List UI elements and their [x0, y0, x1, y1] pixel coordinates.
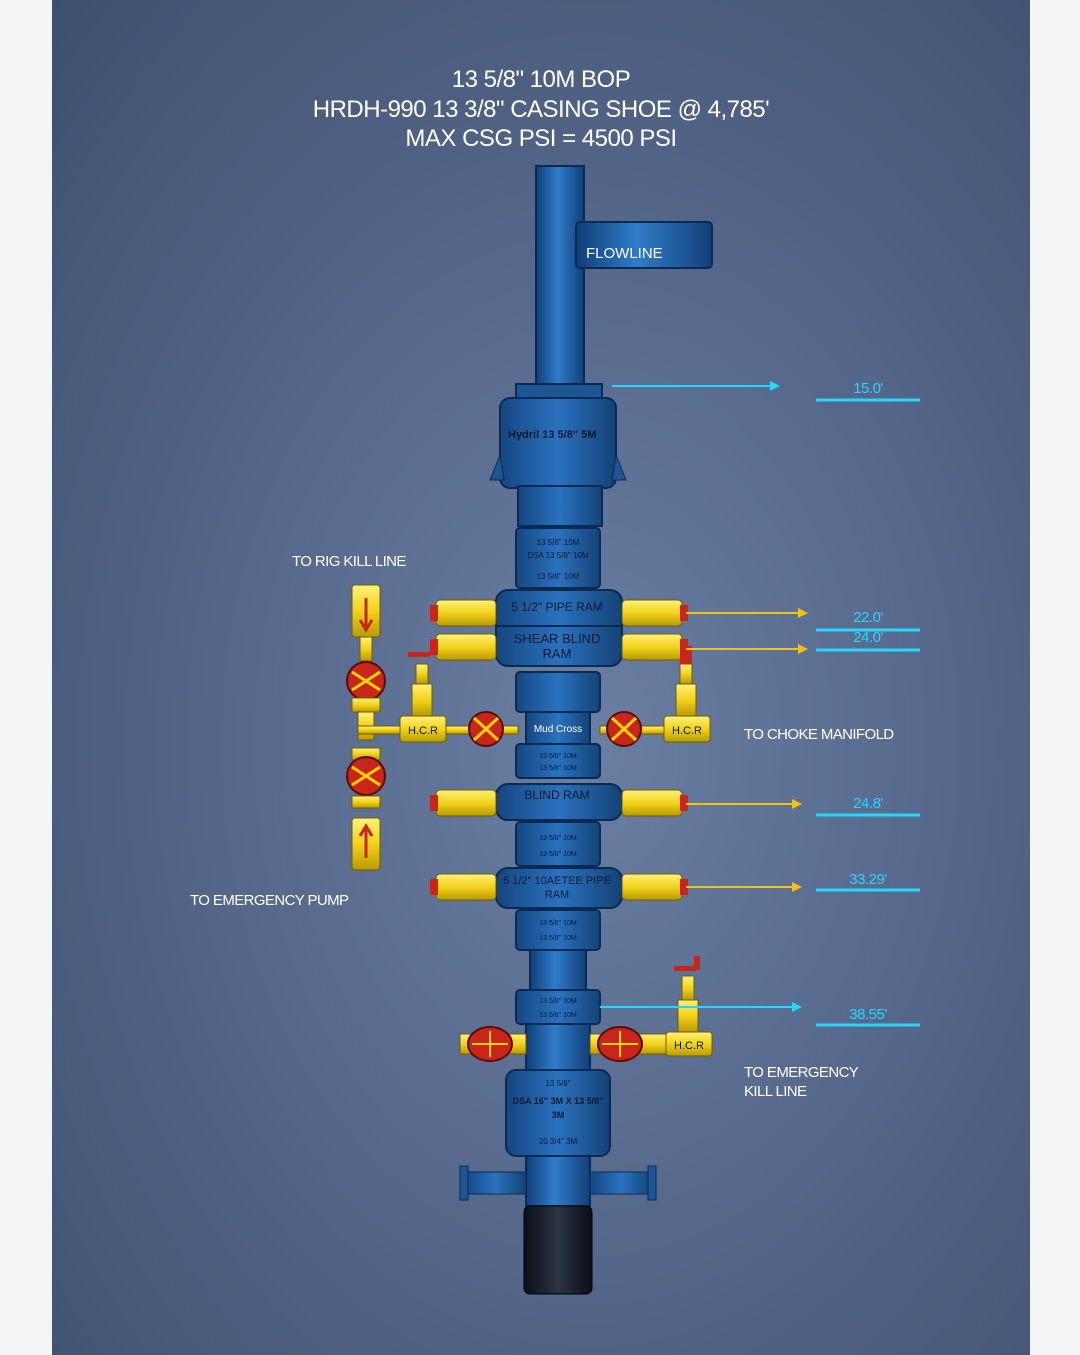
dsa-spool: 13 5/8" DSA 16" 3M X 13 5/8" 3M 20 3/4" … — [459, 1069, 657, 1295]
dsa-text-1: 13 5/8" — [545, 1079, 570, 1088]
label-emergency-pump: TO EMERGENCY PUMP — [190, 892, 349, 909]
bop-stack-drawing: FLOWLINE Hydril 13 5/8" 5M 13 5/8" 10M D… — [346, 165, 920, 1295]
title-line-3: MAX CSG PSI = 4500 PSI — [405, 125, 677, 152]
measurement-24: 24.0' — [853, 629, 883, 646]
spool-mid-text-1: 13 5/8" 10M — [539, 753, 577, 760]
hcr-label-right: H.C.R — [672, 725, 702, 737]
spool-top-text-2: DSA 13 5/8" 10M — [527, 551, 588, 560]
spool-mid-text-2: 13 5/8" 10M — [539, 765, 577, 772]
spool-top-text-1: 13 5/8" 10M — [537, 538, 580, 547]
measurement-33-29: 33.29' — [849, 871, 887, 888]
hcr-label-lower: H.C.R — [674, 1040, 704, 1052]
choke-line-assembly: H.C.R — [599, 646, 711, 747]
double-ram-body: 5 1/2" PIPE RAM SHEAR BLIND RAM — [495, 589, 623, 667]
label-emergency-kill-line-2: KILL LINE — [744, 1083, 807, 1100]
label-choke-manifold: TO CHOKE MANIFOLD — [744, 726, 894, 743]
bop-diagram: 13 5/8" 10M BOP HRDH-990 13 3/8" CASING … — [52, 0, 1030, 1355]
spool-top: 13 5/8" 10M DSA 13 5/8" 10M 13 5/8" 10M — [515, 527, 601, 589]
emergency-kill-assembly: H.C.R — [459, 956, 713, 1062]
pipe-ram-lower-label-1: 5 1/2" 10AETEE PIPE — [503, 875, 611, 887]
shear-ram-label-1: SHEAR BLIND — [514, 631, 601, 646]
spool-top-text-3: 13 5/8" 10M — [537, 572, 580, 581]
spool-bottom-text-2: 13 5/8" 10M — [539, 935, 577, 942]
pipe-ram-lower-label-2: RAM — [545, 889, 569, 901]
label-emergency-kill-line-1: TO EMERGENCY — [744, 1064, 859, 1081]
flowline-label: FLOWLINE — [586, 245, 663, 262]
spool-lower: 13 5/8" 10M 13 5/8" 10M — [515, 821, 601, 867]
measurement-24-8: 24.8' — [853, 795, 883, 812]
flowline-riser: FLOWLINE — [535, 165, 713, 389]
spool-base-text-1: 13 5/8" 10M — [539, 998, 577, 1005]
annular-preventer: Hydril 13 5/8" 5M — [489, 383, 627, 527]
spool-bottom-text-1: 13 5/8" 10M — [539, 920, 577, 927]
pipe-ram-upper-label: 5 1/2" PIPE RAM — [511, 600, 603, 614]
spool-lower-text-2: 13 5/8" 10M — [539, 851, 577, 858]
title-line-2: HRDH-990 13 3/8" CASING SHOE @ 4,785' — [312, 96, 770, 123]
measurement-15: 15.0' — [853, 380, 883, 397]
hcr-label-left: H.C.R — [408, 725, 438, 737]
elevation-markers — [600, 381, 920, 1027]
blind-ram: BLIND RAM — [430, 783, 688, 821]
blind-ram-label: BLIND RAM — [524, 788, 589, 802]
title-line-1: 13 5/8" 10M BOP — [451, 66, 631, 93]
mud-cross-label: Mud Cross — [534, 724, 582, 735]
measurement-38-55: 38.55' — [849, 1006, 887, 1023]
spool-bottom: 13 5/8" 10M 13 5/8" 10M 13 5/8" 10M 13 5… — [515, 909, 601, 1071]
spool-lower-text-1: 13 5/8" 10M — [539, 835, 577, 842]
dsa-text-3: 3M — [552, 1110, 565, 1120]
pipe-ram-lower: 5 1/2" 10AETEE PIPE RAM — [430, 867, 688, 909]
spool-base-text-2: 13 5/8" 10M — [539, 1012, 577, 1019]
annular-label: Hydril 13 5/8" 5M — [508, 429, 596, 441]
label-rig-kill-line: TO RIG KILL LINE — [292, 553, 406, 570]
dsa-text-2: DSA 16" 3M X 13 5/8" — [513, 1096, 604, 1106]
dsa-text-4: 20 3/4" 3M — [539, 1137, 578, 1146]
ram-actuators-upper — [430, 599, 688, 661]
measurement-22: 22.0' — [853, 609, 883, 626]
shear-ram-label-2: RAM — [543, 646, 572, 661]
kill-line-assembly: H.C.R — [346, 584, 519, 871]
mud-cross: Mud Cross 13 5/8" 10M 13 5/8" 10M — [515, 671, 601, 779]
